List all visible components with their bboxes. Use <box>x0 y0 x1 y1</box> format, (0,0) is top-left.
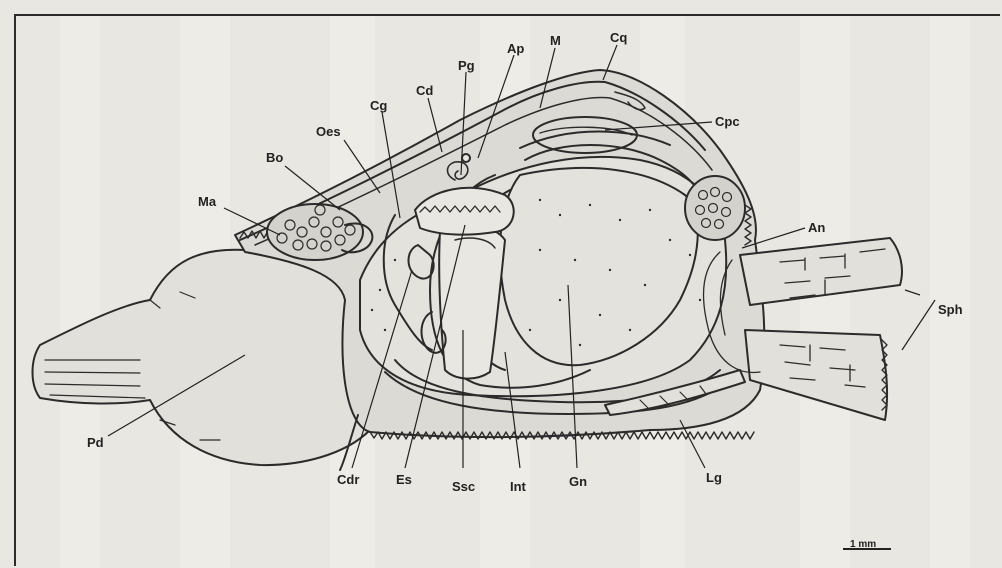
label-sph: Sph <box>938 302 963 317</box>
posterior-adductor <box>685 176 745 240</box>
label-cd: Cd <box>416 83 433 98</box>
pedal-ganglion-dot <box>462 154 470 162</box>
label-oes: Oes <box>316 124 341 139</box>
label-es: Es <box>396 472 412 487</box>
label-gn: Gn <box>569 474 587 489</box>
label-cq: Cq <box>610 30 627 45</box>
label-ap: Ap <box>507 41 524 56</box>
label-an: An <box>808 220 825 235</box>
siphon-upper <box>740 238 902 305</box>
label-cg: Cg <box>370 98 387 113</box>
scale-bar-label: 1 mm <box>850 539 876 550</box>
label-lg: Lg <box>706 470 722 485</box>
label-int: Int <box>510 479 527 494</box>
label-cdr: Cdr <box>337 472 359 487</box>
label-cpc: Cpc <box>715 114 740 129</box>
label-pg: Pg <box>458 58 475 73</box>
label-ssc: Ssc <box>452 479 475 494</box>
label-m: M <box>550 33 561 48</box>
label-ma: Ma <box>198 194 217 209</box>
label-pd: Pd <box>87 435 104 450</box>
label-bo: Bo <box>266 150 283 165</box>
